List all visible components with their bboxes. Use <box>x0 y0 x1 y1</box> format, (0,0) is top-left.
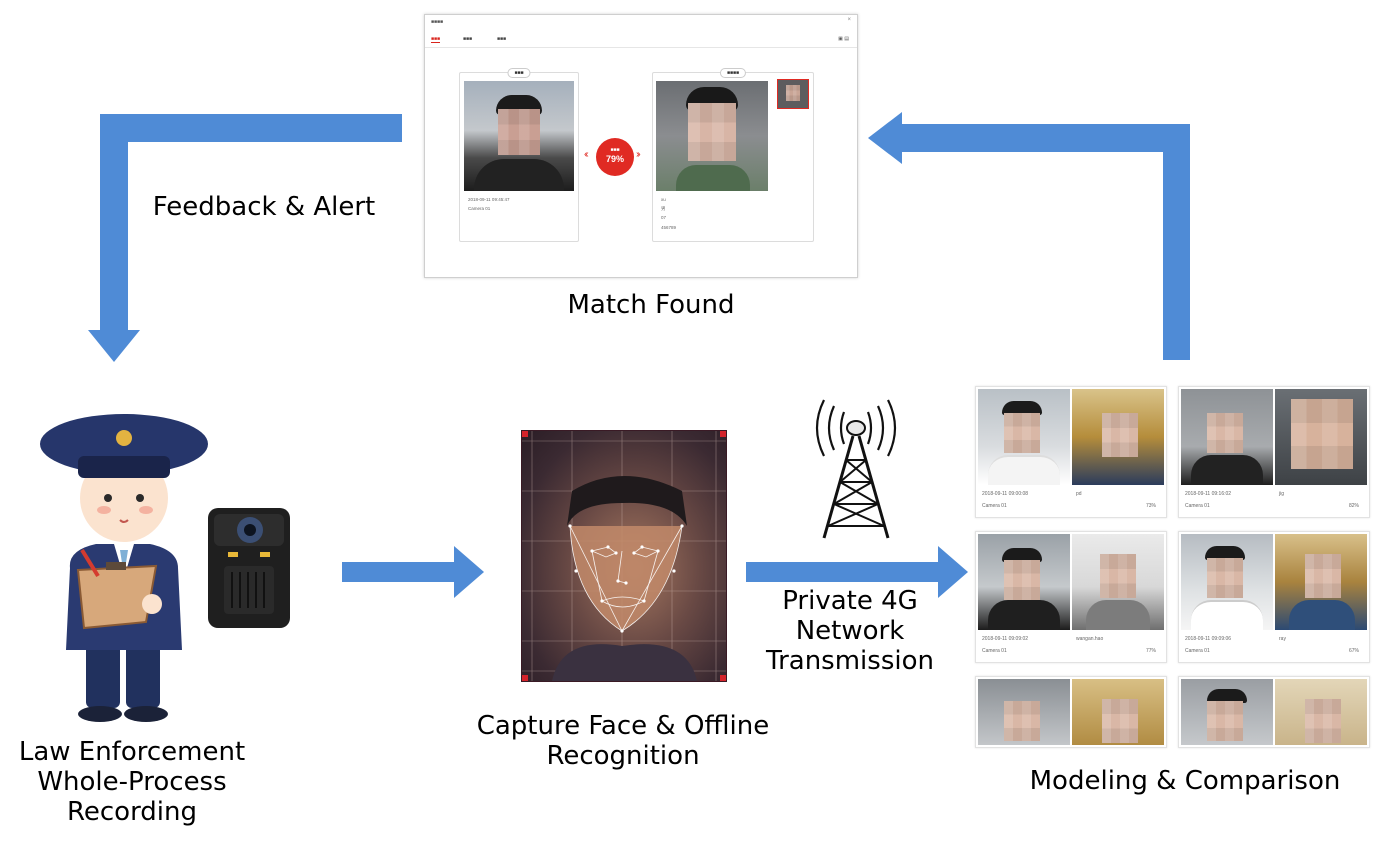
captured-face-photo <box>464 81 574 191</box>
antenna-tower-icon <box>815 399 897 539</box>
window-title: ■■■■ <box>431 19 444 25</box>
gallery-card[interactable]: 2018-09-11 09:00:08 Camera 01 pd 73% <box>975 386 1167 518</box>
database-photo <box>1072 534 1164 630</box>
database-photo <box>1275 679 1367 745</box>
network-label-line1: Private 4G <box>782 586 918 616</box>
gallery-card-score: 82% <box>1349 503 1360 509</box>
tab-record[interactable]: ■■■ <box>463 36 473 42</box>
match-found-label: Match Found <box>567 290 735 320</box>
person-id: 456789 <box>661 225 677 230</box>
capture-photo <box>1181 679 1273 745</box>
comparison-gallery: 2018-09-11 09:00:08 Camera 01 pd 73% 201… <box>975 386 1370 748</box>
capture-to-modeling-arrow <box>746 546 968 598</box>
chevron-right-icon: ›› <box>636 149 640 160</box>
network-label-line3: Transmission <box>766 646 934 676</box>
gallery-card-time: 2018-09-11 09:00:08 <box>982 491 1029 497</box>
gallery-card-name: wangan.hao <box>1076 636 1104 642</box>
similarity-label: ■■■ <box>610 147 620 153</box>
capture-time: 2018-09-11 09:45:47 <box>468 197 510 202</box>
capture-card: ■■■ 2018-09-11 09:45:47 Camera 01 <box>459 68 579 242</box>
capture-photo <box>1181 389 1273 485</box>
database-photo <box>1072 389 1164 485</box>
gallery-card[interactable]: 2018-09-11 09:09:02 Camera 01 wangan.hao… <box>975 531 1167 663</box>
gallery-card-time: 2018-09-11 09:16:02 <box>1185 491 1232 497</box>
gallery-card-score: 67% <box>1349 648 1360 654</box>
gallery-card-name: ray <box>1279 636 1286 642</box>
gallery-card-name: jig <box>1279 491 1285 497</box>
gallery-card-camera: Camera 01 <box>982 503 1007 509</box>
database-photo <box>1275 534 1367 630</box>
thumbnail-face[interactable] <box>777 79 809 109</box>
similarity-score-badge: ■■■ 79% <box>596 138 634 176</box>
network-label: Private 4G Network Transmission <box>744 586 956 676</box>
database-card-header: ■■■■ <box>719 68 747 78</box>
face-capture-image <box>521 430 727 682</box>
gallery-card[interactable] <box>1178 676 1370 748</box>
database-photo <box>1275 389 1367 485</box>
law-enforcement-label-line3: Recording <box>66 797 198 827</box>
close-icon[interactable]: × <box>847 17 851 23</box>
gallery-card-time: 2018-09-11 09:09:06 <box>1185 636 1232 642</box>
gallery-card-time: 2018-09-11 09:09:02 <box>982 636 1029 642</box>
capture-photo <box>978 534 1070 630</box>
officer-to-capture-arrow <box>342 546 484 598</box>
capture-card-header: ■■■ <box>507 68 531 78</box>
comparison-to-match-arrow <box>868 112 1190 360</box>
gallery-card-camera: Camera 01 <box>982 648 1007 654</box>
person-age: 07 <box>661 215 667 220</box>
database-card: ■■■■ xu 男 07 456789 <box>652 68 814 242</box>
chevron-left-icon: ‹‹ <box>584 149 588 160</box>
modeling-comparison-label: Modeling & Comparison <box>1029 766 1341 796</box>
capture-label: Capture Face & Offline Recognition <box>456 711 790 771</box>
gallery-card-score: 73% <box>1146 503 1157 509</box>
law-enforcement-label-line2: Whole-Process <box>37 767 227 797</box>
gallery-card-score: 77% <box>1146 648 1157 654</box>
similarity-value: 79% <box>605 154 624 164</box>
window-tabs: ■■■ ■■■ ■■■ ▣ ▤ <box>425 33 857 48</box>
capture-label-line1: Capture Face & Offline <box>476 711 770 741</box>
gallery-card[interactable] <box>975 676 1167 748</box>
gallery-card-camera: Camera 01 <box>1185 648 1210 654</box>
gallery-card[interactable]: 2018-09-11 09:16:02 Camera 01 jig 82% <box>1178 386 1370 518</box>
capture-photo <box>1181 534 1273 630</box>
gallery-card[interactable]: 2018-09-11 09:09:06 Camera 01 ray 67% <box>1178 531 1370 663</box>
tab-person[interactable]: ■■■ <box>497 36 507 42</box>
person-gender: 男 <box>661 206 666 211</box>
gallery-card-name: pd <box>1076 491 1082 497</box>
tab-results[interactable]: ■■■ <box>431 36 441 43</box>
toolbar-icon[interactable]: ▣ ▤ <box>838 36 849 42</box>
face-landmark-overlay <box>522 431 726 681</box>
law-enforcement-label: Law Enforcement Whole-Process Recording <box>6 737 258 827</box>
capture-photo <box>978 389 1070 485</box>
person-name: xu <box>661 197 666 202</box>
police-officer-illustration <box>40 414 290 722</box>
capture-camera: Camera 01 <box>468 206 491 211</box>
capture-label-line2: Recognition <box>546 741 700 771</box>
network-label-line2: Network <box>795 616 905 646</box>
gallery-card-camera: Camera 01 <box>1185 503 1210 509</box>
feedback-arrow <box>88 114 402 362</box>
database-face-photo <box>656 81 768 191</box>
capture-photo <box>978 679 1070 745</box>
law-enforcement-label-line1: Law Enforcement <box>18 737 246 767</box>
feedback-alert-label: Feedback & Alert <box>152 192 376 222</box>
database-photo <box>1072 679 1164 745</box>
